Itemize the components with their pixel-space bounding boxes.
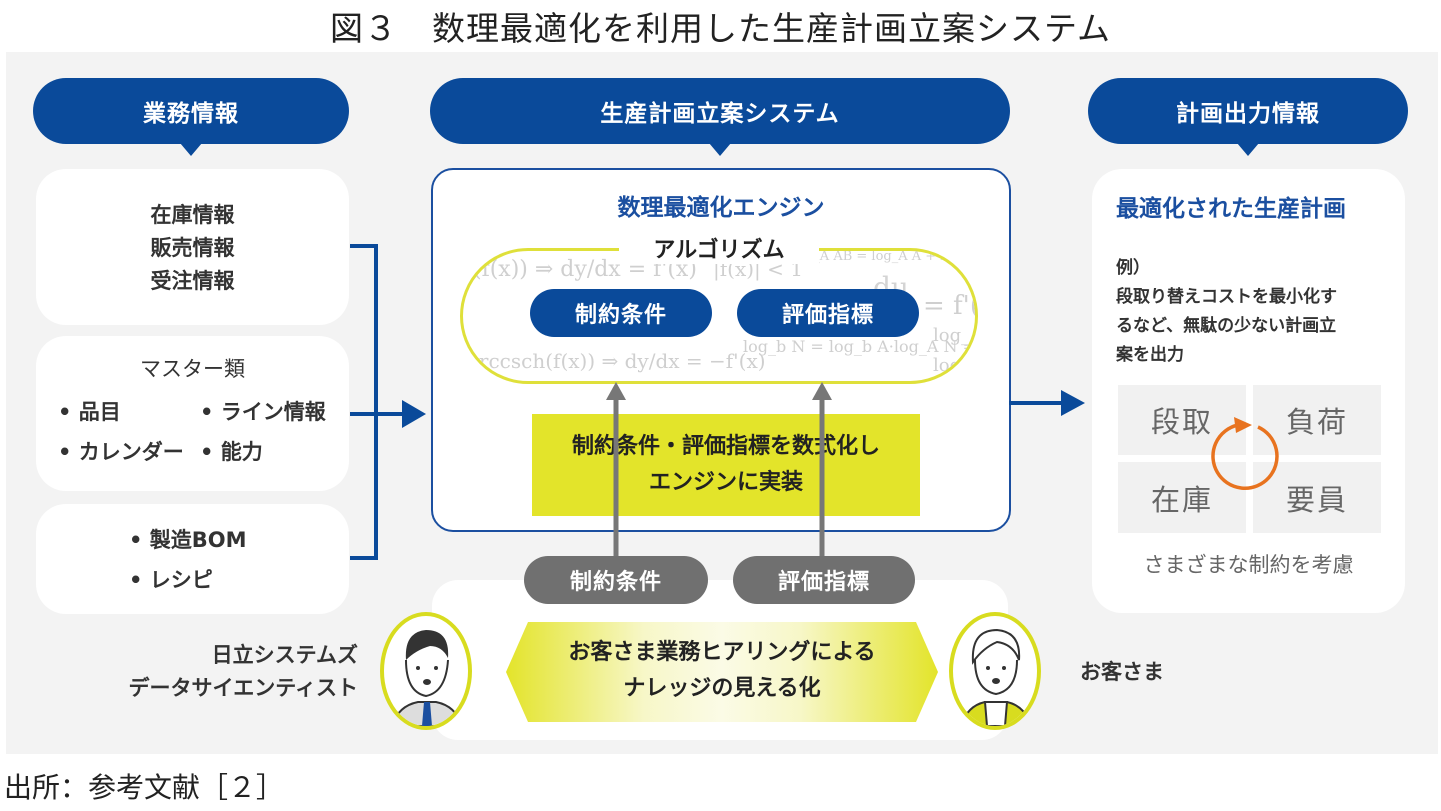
grid-cell-label: 負荷	[1285, 405, 1348, 439]
diagram-panel: 業務情報 在庫情報 販売情報 受注情報 マスター類 • 品目 • ライン情報 •…	[6, 52, 1438, 754]
output-caption: さまざまな制約を考慮	[1143, 553, 1354, 577]
info-line: 在庫情報	[150, 203, 235, 227]
business-info-header-label: 業務情報	[143, 101, 239, 127]
business-card-bom: • 製造BOM • レシピ	[36, 504, 349, 614]
data-scientist-label: 日立システムズ データサイエンティスト	[96, 639, 358, 705]
grid-cell-setup: 段取	[1118, 385, 1246, 455]
algorithm-label: アルゴリズム	[619, 232, 819, 264]
formula-text: = f'(x)	[923, 291, 975, 321]
formula-text: arccsch(f(x)) ⇒ dy/dx = −f'(x)	[467, 349, 766, 373]
person-male-icon	[390, 630, 464, 726]
input-pill-label: 評価指標	[777, 570, 870, 595]
arrow-right-icon	[402, 400, 426, 428]
formula-text: log_A AB = log_A A + log_A B	[793, 249, 978, 264]
engine-title: 数理最適化エンジン	[617, 195, 825, 221]
master-item: • 品目	[58, 400, 121, 424]
optimization-engine-box: 数理最適化エンジン (f(x)) ⇒ dy/dx = f'(x) |f(x)| …	[431, 168, 1011, 532]
grid-cell-label: 要員	[1285, 482, 1348, 517]
grid-cell-label: 在庫	[1150, 482, 1213, 517]
implementation-line: 制約条件・評価指標を数式化し	[571, 434, 880, 459]
example-label: 例）	[1116, 258, 1150, 278]
formula-text: log_b	[933, 355, 978, 376]
input-pill-label: 制約条件	[569, 570, 662, 595]
implementation-line: エンジンに実装	[648, 470, 803, 495]
customer-label: お客さま	[1080, 660, 1164, 684]
hearing-banner-text: お客さま業務ヒアリングによる ナレッジの見える化	[506, 635, 938, 707]
algorithm-oval: (f(x)) ⇒ dy/dx = f'(x) |f(x)| < 1 log_A …	[460, 248, 978, 384]
master-item: • ライン情報	[200, 400, 326, 424]
arrow-right-icon	[1061, 390, 1085, 416]
figure-title: 図３ 数理最適化を利用した生産計画立案システム	[329, 9, 1111, 48]
example-line: 案を出力	[1116, 345, 1184, 365]
banner-line: ナレッジの見える化	[623, 676, 821, 701]
output-arrow	[1009, 390, 1085, 416]
implementation-box: 制約条件・評価指標を数式化し エンジンに実装	[532, 414, 920, 516]
formula-text: log_b N = log_b A·log_A N =	[743, 337, 976, 356]
banner-line: お客さま業務ヒアリングによる	[568, 640, 876, 665]
arrow-up-icon	[606, 382, 626, 400]
person-label-line: 日立システムズ	[211, 643, 358, 667]
example-line: るなど、無駄の少ない計画立	[1116, 316, 1337, 336]
business-card-masters: マスター類 • 品目 • ライン情報 • カレンダー • 能力	[36, 336, 349, 491]
person-label-line: データサイエンティスト	[128, 676, 358, 700]
bom-item: • 製造BOM	[129, 528, 247, 552]
business-info-header: 業務情報	[33, 78, 349, 156]
upward-arrows	[606, 382, 832, 580]
figure-source: 出所：参考文献［２］	[4, 771, 285, 804]
person-female-icon	[959, 628, 1033, 726]
cycle-arrow-icon	[1211, 417, 1279, 490]
output-info-header-label: 計画出力情報	[1176, 101, 1320, 127]
example-text: 段取り替えコストを最小化す るなど、無駄の少ない計画立 案を出力	[1116, 283, 1337, 370]
system-header-label: 生産計画立案システム	[600, 101, 840, 127]
master-item: • 能力	[200, 440, 263, 464]
masters-title: マスター類	[140, 357, 245, 381]
algo-pill-evaluation: 評価指標	[737, 289, 919, 337]
info-line: 販売情報	[150, 236, 235, 260]
grid-cell-staff: 要員	[1253, 462, 1381, 533]
input-pill-evaluation: 評価指標	[733, 556, 915, 604]
output-info-header: 計画出力情報	[1088, 78, 1408, 156]
hearing-banner-shape	[506, 622, 938, 722]
data-scientist-avatar	[380, 612, 472, 730]
info-line: 受注情報	[150, 269, 235, 293]
master-item: • カレンダー	[58, 440, 184, 464]
customer-avatar	[949, 612, 1041, 730]
arrow-up-icon	[812, 382, 832, 400]
algo-pill-label: 制約条件	[574, 303, 667, 328]
example-line: 段取り替えコストを最小化す	[1116, 287, 1337, 307]
grid-cell-label: 段取	[1150, 405, 1213, 439]
algo-pill-constraints: 制約条件	[530, 289, 712, 337]
formula-text: log_A N	[933, 325, 975, 346]
system-header: 生産計画立案システム	[430, 78, 1010, 156]
business-card-transactions: 在庫情報 販売情報 受注情報	[36, 169, 349, 325]
bom-item: • レシピ	[129, 568, 213, 592]
output-card: 最適化された生産計画 例） 段取り替えコストを最小化す るなど、無駄の少ない計画…	[1092, 169, 1405, 613]
grid-cell-inventory: 在庫	[1118, 462, 1246, 533]
input-bracket-connector	[350, 244, 426, 560]
algo-pill-label: 評価指標	[781, 303, 874, 328]
output-title: 最適化された生産計画	[1116, 196, 1346, 222]
input-pill-constraints: 制約条件	[524, 556, 708, 604]
